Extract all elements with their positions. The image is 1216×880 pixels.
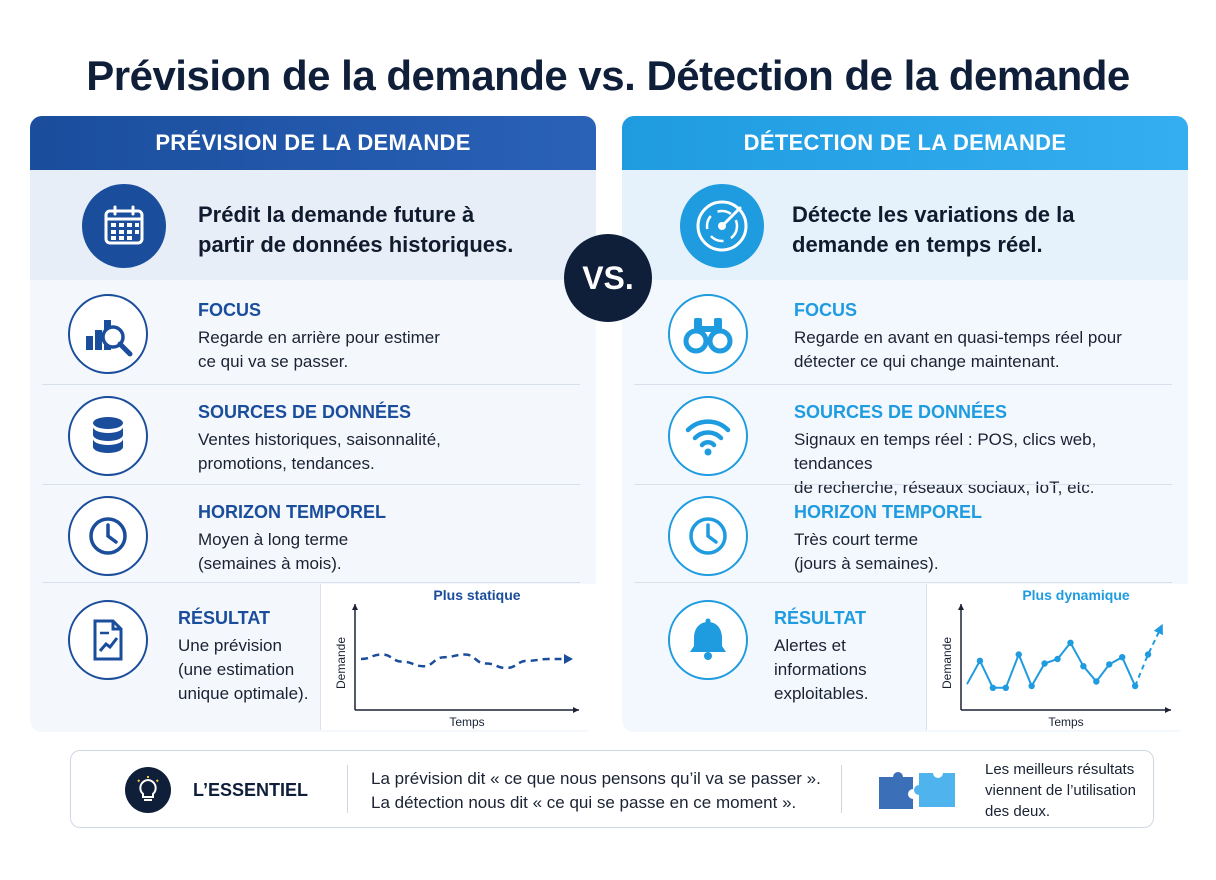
forecast-sources-row: SOURCES DE DONNÉES Ventes historiques, s… (42, 388, 584, 488)
x-axis-label: Temps (449, 715, 484, 729)
divider (42, 484, 580, 485)
series-line (360, 653, 569, 670)
forecast-focus-text: Regarde en arrière pour estimer ce qui v… (198, 328, 440, 371)
clock-icon (68, 496, 148, 576)
sensing-result-text: Alertes et informations exploitables. (774, 636, 869, 703)
page-title: Prévision de la demande vs. Détection de… (86, 52, 1130, 99)
forecast-intro: Prédit la demande future à partir de don… (30, 170, 596, 280)
y-axis-label: Demande (940, 637, 954, 689)
data-point (1028, 682, 1035, 690)
forecast-intro-text: Prédit la demande future à partir de don… (198, 202, 514, 257)
divider (634, 384, 1172, 385)
data-point (1106, 661, 1113, 668)
sensing-header: DÉTECTION DE LA DEMANDE (622, 116, 1188, 170)
sensing-sources-title: SOURCES DE DONNÉES (794, 402, 1008, 422)
chart-magnifier-icon (68, 294, 148, 374)
forecast-focus-title: FOCUS (198, 300, 261, 320)
wifi-signal-icon (668, 396, 748, 476)
forecast-sources-text: Ventes historiques, saisonnalité, promot… (198, 430, 441, 473)
data-point (1002, 684, 1009, 691)
x-axis-arrow (1165, 707, 1171, 713)
data-point (1093, 678, 1100, 685)
puzzle-icon (871, 769, 967, 818)
divider (841, 765, 842, 813)
sensing-horizon-text: Très court terme (jours à semaines). (794, 530, 939, 573)
calendar-icon (82, 184, 166, 268)
sensing-result-row: RÉSULTAT Alertes et informations exploit… (634, 592, 1176, 703)
sensing-focus-title: FOCUS (794, 300, 857, 320)
forecast-result-text: Une prévision (une estimation unique opt… (178, 636, 309, 703)
forecast-result-row: RÉSULTAT Une prévision (une estimation u… (42, 592, 584, 703)
divider (42, 582, 580, 583)
radar-icon (680, 184, 764, 268)
sensing-result-title: RÉSULTAT (774, 608, 866, 628)
divider (347, 765, 348, 813)
series-arrow (1153, 623, 1163, 636)
y-axis-arrow (958, 604, 964, 610)
x-axis-arrow (573, 707, 579, 713)
data-point (1041, 660, 1048, 667)
clock-icon (668, 496, 748, 576)
divider (634, 582, 1172, 583)
data-point (1144, 651, 1152, 658)
database-icon (68, 396, 148, 476)
divider (634, 484, 1172, 485)
data-point (1067, 639, 1074, 646)
forecast-sources-title: SOURCES DE DONNÉES (198, 402, 412, 422)
forecast-result-title: RÉSULTAT (178, 608, 270, 628)
chart-title: Plus statique (433, 587, 520, 603)
y-axis-arrow (352, 604, 358, 610)
data-point (1080, 663, 1087, 670)
binoculars-icon (668, 294, 748, 374)
key-takeaway-box: L’ESSENTIEL La prévision dit « ce que no… (70, 750, 1154, 828)
forecast-horizon-row: HORIZON TEMPOREL Moyen à long terme (sem… (42, 488, 584, 588)
bell-icon (668, 600, 748, 680)
sensing-panel: DÉTECTION DE LA DEMANDE Détecte les vari… (622, 116, 1188, 732)
document-chart-icon (68, 600, 148, 680)
sensing-horizon-title: HORIZON TEMPOREL (794, 502, 982, 522)
series-arrow (564, 654, 573, 664)
sensing-horizon-row: HORIZON TEMPOREL Très court terme (jours… (634, 488, 1176, 588)
data-point (1131, 682, 1139, 690)
data-point (976, 657, 984, 664)
forecast-horizon-text: Moyen à long terme (semaines à mois). (198, 530, 349, 573)
sensing-intro: Détecte les variations de la demande en … (622, 170, 1188, 280)
divider (42, 384, 580, 385)
sensing-intro-text: Détecte les variations de la demande en … (792, 202, 1075, 257)
key-takeaway-title: L’ESSENTIEL (193, 780, 309, 800)
data-point (989, 684, 997, 691)
forecast-panel: PRÉVISION DE LA DEMANDE Prédit la demand… (30, 116, 596, 732)
data-point (1054, 655, 1061, 663)
sensing-focus-row: FOCUS Regarde en avant en quasi-temps ré… (634, 286, 1176, 386)
chart-title: Plus dynamique (1022, 587, 1130, 603)
forecast-header: PRÉVISION DE LA DEMANDE (30, 116, 596, 170)
sensing-sources-text: Signaux en temps réel : POS, clics web, … (794, 430, 1097, 497)
series-line-projection (1134, 627, 1162, 687)
sensing-focus-text: Regarde en avant en quasi-temps réel pou… (794, 328, 1122, 371)
sensing-sources-row: SOURCES DE DONNÉES Signaux en temps réel… (634, 388, 1176, 497)
forecast-horizon-title: HORIZON TEMPOREL (198, 502, 386, 522)
lightbulb-icon (125, 767, 171, 813)
forecast-focus-row: FOCUS Regarde en arrière pour estimer ce… (42, 286, 584, 386)
y-axis-label: Demande (334, 637, 348, 689)
key-takeaway-conclusion: Les meilleurs résultats viennent de l’ut… (985, 761, 1136, 820)
x-axis-label: Temps (1048, 715, 1083, 729)
data-point (1015, 651, 1022, 658)
vs-badge: VS. (564, 234, 652, 322)
data-point (1119, 654, 1126, 661)
key-takeaway-text: La prévision dit « ce que nous pensons q… (371, 769, 821, 812)
